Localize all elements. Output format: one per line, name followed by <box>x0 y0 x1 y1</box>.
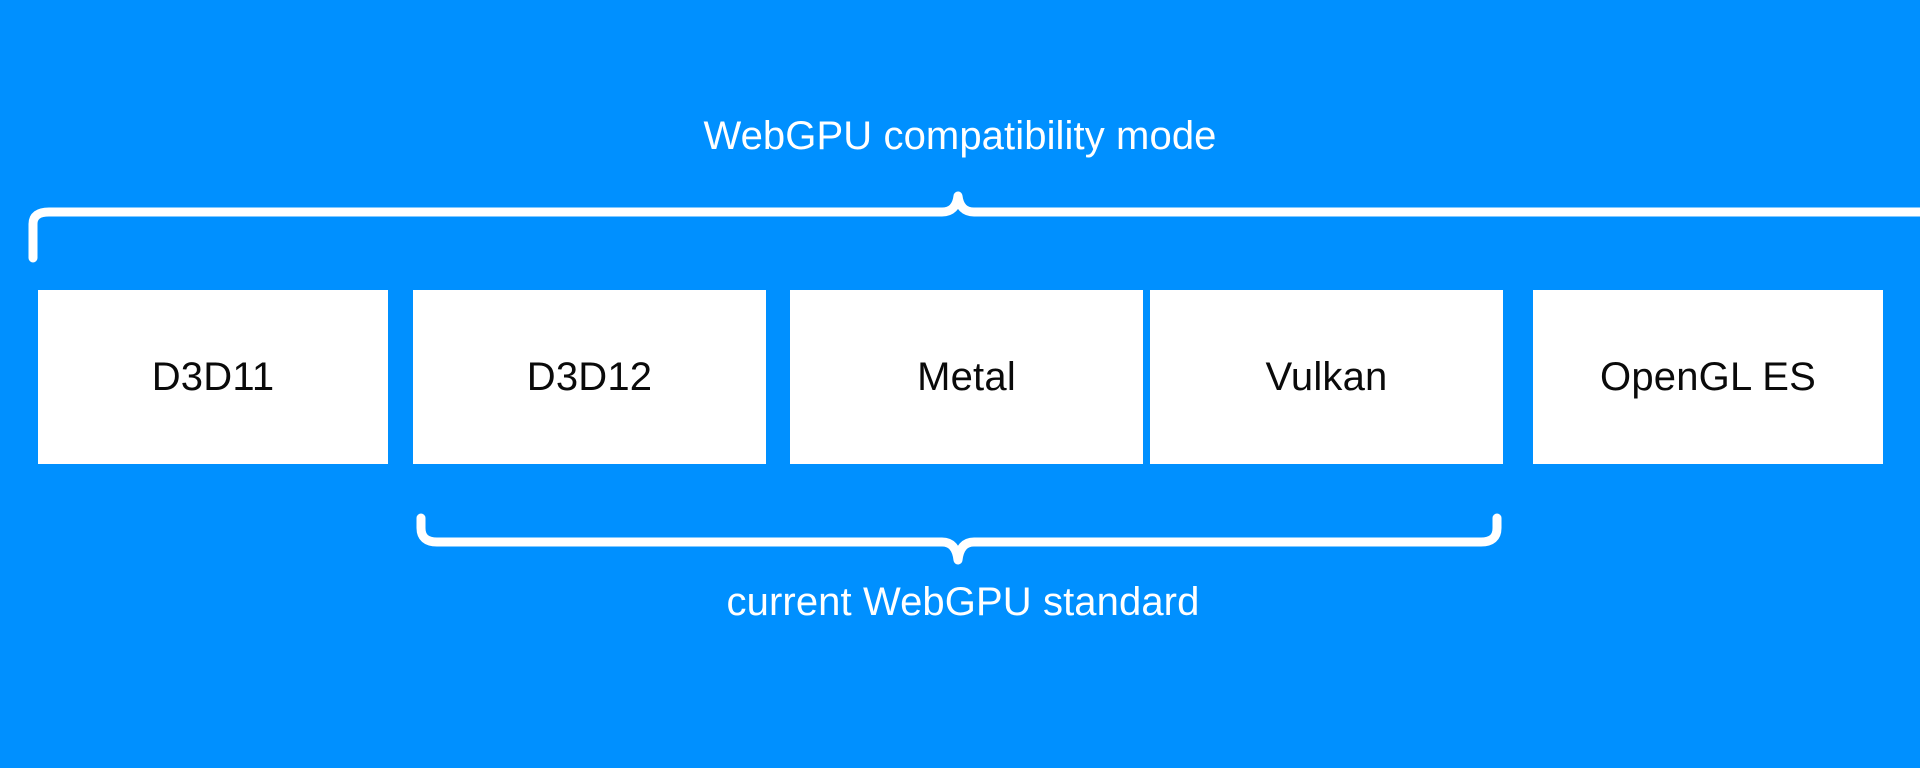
api-box-d3d11: D3D11 <box>38 290 388 464</box>
api-box-label: Vulkan <box>1265 355 1388 399</box>
api-box-label: D3D12 <box>526 355 653 399</box>
api-box-label: OpenGL ES <box>1600 355 1816 399</box>
top-brace <box>28 191 1920 263</box>
api-box-vulkan: Vulkan <box>1150 290 1503 464</box>
api-box-opengl-es: OpenGL ES <box>1533 290 1883 464</box>
api-box-label: D3D11 <box>151 355 275 399</box>
api-box-d3d12: D3D12 <box>413 290 766 464</box>
top-group-label: WebGPU compatibility mode <box>703 114 1217 158</box>
api-box-metal: Metal <box>790 290 1143 464</box>
api-box-row: D3D11 D3D12 Metal Vulkan OpenGL ES <box>0 290 1920 464</box>
bottom-brace <box>416 513 1502 565</box>
api-box-label: Metal <box>917 355 1016 399</box>
bottom-group-label: current WebGPU standard <box>0 578 1920 626</box>
bottom-group-label-text: current WebGPU standard <box>726 580 1200 624</box>
